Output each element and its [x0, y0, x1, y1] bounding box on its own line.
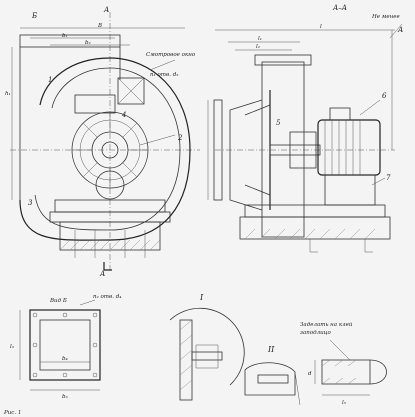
leader-seal: [329, 339, 351, 361]
label-rotated: Не менее: [371, 14, 400, 20]
detail-ii-dim: [294, 371, 301, 406]
label-num-1: 1: [48, 76, 52, 84]
detail-i: [169, 307, 245, 401]
spiral-casing-outer: [19, 57, 191, 241]
motor-stand: [324, 174, 376, 206]
label-dim-d: d: [308, 371, 312, 377]
label-view-b: Вид Б: [49, 298, 67, 304]
anchor-hook-1: [309, 239, 318, 253]
detail-i-hatch: [179, 319, 193, 391]
leader-7: [371, 177, 386, 186]
label-dim-l3: l₃: [10, 344, 14, 350]
detail-i-bolt: [191, 351, 223, 361]
label-dim-b1: b₁: [62, 33, 68, 39]
section-hatch: [244, 228, 376, 240]
label-detail-i: I: [199, 293, 204, 302]
flange-outer: [29, 309, 101, 381]
leader-6: [359, 99, 381, 116]
outlet-flange: [19, 34, 121, 48]
impeller-blade-section: [244, 104, 271, 196]
label-seal: Заделать на клей: [300, 322, 353, 328]
label-section-a-top: А: [103, 6, 109, 14]
inspection-window: [117, 77, 145, 105]
detail-i-nut: [195, 344, 219, 369]
detail-ii: [244, 362, 301, 406]
label-detail-ii: II: [267, 345, 275, 354]
anchor-bolts: [74, 230, 146, 258]
label-section-aa: А–А: [332, 4, 347, 12]
shaft-boss: [101, 141, 119, 159]
label-num-6: 6: [382, 92, 387, 100]
inlet-flange: [213, 99, 223, 201]
label-num-4: 4: [121, 111, 126, 119]
flange-inner: [39, 319, 91, 371]
fan-section-view: [207, 23, 403, 253]
seal-hatch: [321, 359, 357, 385]
detail-i-boundary: [169, 307, 245, 386]
label-dim-l5: l₅: [342, 400, 347, 406]
label-holes-callout: n₁ отв. d₃: [150, 72, 178, 78]
label-dim-l1: l₁: [258, 36, 262, 42]
anchor-hook-2: [364, 239, 373, 253]
spiral-casing-inner: [34, 67, 181, 231]
electric-motor: [317, 119, 381, 176]
label-num-5: 5: [276, 119, 281, 127]
section-base: [244, 204, 386, 218]
label-section-e: Б: [31, 12, 37, 20]
leader-holes-b: [79, 299, 96, 306]
label-dim-l2: l₂: [256, 44, 260, 50]
lower-pulley: [95, 170, 125, 200]
leader-rotated: [389, 23, 403, 39]
label-dim-l: l: [320, 24, 322, 30]
seal-sleeve: [321, 359, 371, 385]
label-seal2: заподлицо: [300, 330, 332, 336]
section-marker-bottom: [103, 262, 112, 271]
detail-ii-insert: [257, 374, 289, 384]
seal-cap: [369, 359, 387, 385]
label-dim-b: В: [97, 23, 102, 29]
label-dim-b4: b₄: [62, 356, 68, 362]
flange-bolt-holes: [32, 312, 98, 378]
label-dim-b2: b₂: [85, 40, 91, 46]
leader-2: [139, 134, 176, 146]
label-section-a-bottom: А: [99, 270, 105, 278]
view-b-flange: [19, 299, 101, 391]
section-foundation: [239, 216, 391, 240]
label-a-right: А: [397, 26, 403, 34]
casing-top-flange: [254, 54, 312, 66]
inlet-cone: [229, 99, 263, 211]
label-num-7: 7: [386, 174, 391, 182]
terminal-box: [329, 107, 351, 121]
label-num-2: 2: [177, 134, 183, 142]
casing-side: [261, 61, 305, 238]
bearing-block: [289, 131, 317, 169]
shaft: [269, 144, 321, 156]
label-num-3: 3: [28, 199, 33, 207]
motor-fins: [324, 120, 361, 175]
bearing-housing: [74, 94, 116, 114]
label-dim-b3: b₃: [62, 394, 68, 400]
detail-i-wall: [179, 319, 193, 401]
seal-detail: [314, 339, 387, 396]
caption: Рис. 1: [3, 410, 21, 416]
detail-ii-profile: [244, 362, 296, 396]
leader-window: [149, 59, 176, 71]
label-window-callout: Смотровое окно: [146, 52, 196, 58]
label-holes-b: n₂ отв. d₄: [93, 294, 121, 300]
label-dim-h1: h₁: [5, 91, 11, 97]
fan-front-view: [10, 12, 200, 271]
